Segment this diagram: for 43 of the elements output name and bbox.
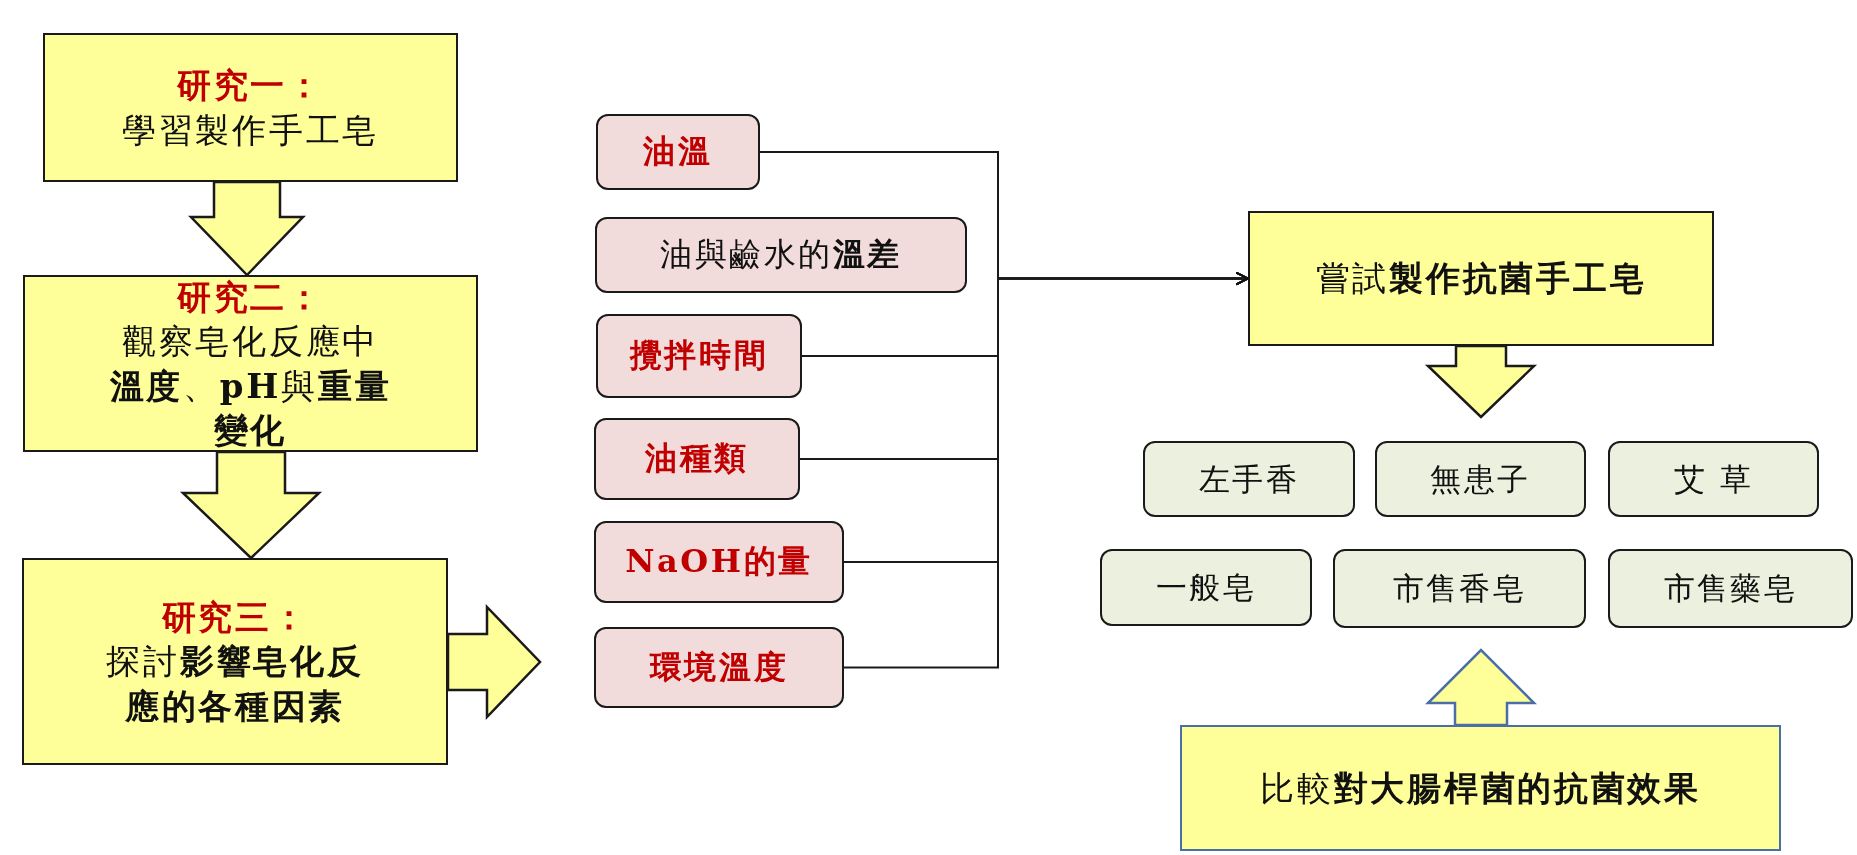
block-arrow xyxy=(1424,344,1538,419)
soap-box xyxy=(1143,441,1355,517)
box-text: NaOH的量 xyxy=(625,541,813,583)
box-text: 觀察皂化反應中溫度、pH與重量變化 xyxy=(108,320,393,452)
soap-box xyxy=(1333,549,1586,628)
soap-box xyxy=(1375,441,1586,517)
process-box xyxy=(1180,725,1781,851)
box-text: 無患子 xyxy=(1430,459,1531,499)
box-text: 艾 草 xyxy=(1673,459,1754,499)
block-arrow xyxy=(188,180,306,277)
factor-box xyxy=(594,418,800,500)
process-box xyxy=(43,33,458,182)
process-box xyxy=(1248,211,1714,346)
box-text: 環境溫度 xyxy=(649,646,789,688)
factor-box xyxy=(594,521,844,603)
box-text: 比較對大腸桿菌的抗菌效果 xyxy=(1260,766,1701,810)
box-text: 嘗試製作抗菌手工皂 xyxy=(1315,257,1647,301)
connector-arrow xyxy=(843,271,1249,669)
block-arrow xyxy=(1425,648,1537,727)
factor-box xyxy=(596,314,802,398)
soap-box xyxy=(1100,549,1312,626)
factor-box xyxy=(596,114,760,190)
box-text: 左手香 xyxy=(1198,459,1300,499)
box-text: 學習製作手工皂 xyxy=(121,108,379,152)
box-text: 油溫 xyxy=(643,131,713,173)
factor-box xyxy=(594,627,844,708)
box-text: 油種類 xyxy=(645,438,749,480)
factor-box xyxy=(595,217,967,293)
box-text: 市售香皂 xyxy=(1392,569,1527,609)
step-heading: 研究三： xyxy=(161,596,309,640)
box-text: 攪拌時間 xyxy=(629,335,769,377)
block-arrow xyxy=(446,603,542,721)
box-text: 探討影響皂化反應的各種因素 xyxy=(105,640,365,728)
step-heading: 研究一： xyxy=(177,64,324,108)
step-heading: 研究二： xyxy=(177,276,324,320)
process-box xyxy=(22,558,448,765)
soap-box xyxy=(1608,441,1819,517)
box-text: 一般皂 xyxy=(1155,568,1257,608)
box-text: 市售藥皂 xyxy=(1663,569,1798,609)
box-text: 油與鹼水的溫差 xyxy=(660,234,902,276)
process-box xyxy=(23,275,478,452)
soap-box xyxy=(1608,549,1853,628)
block-arrow xyxy=(179,450,323,560)
